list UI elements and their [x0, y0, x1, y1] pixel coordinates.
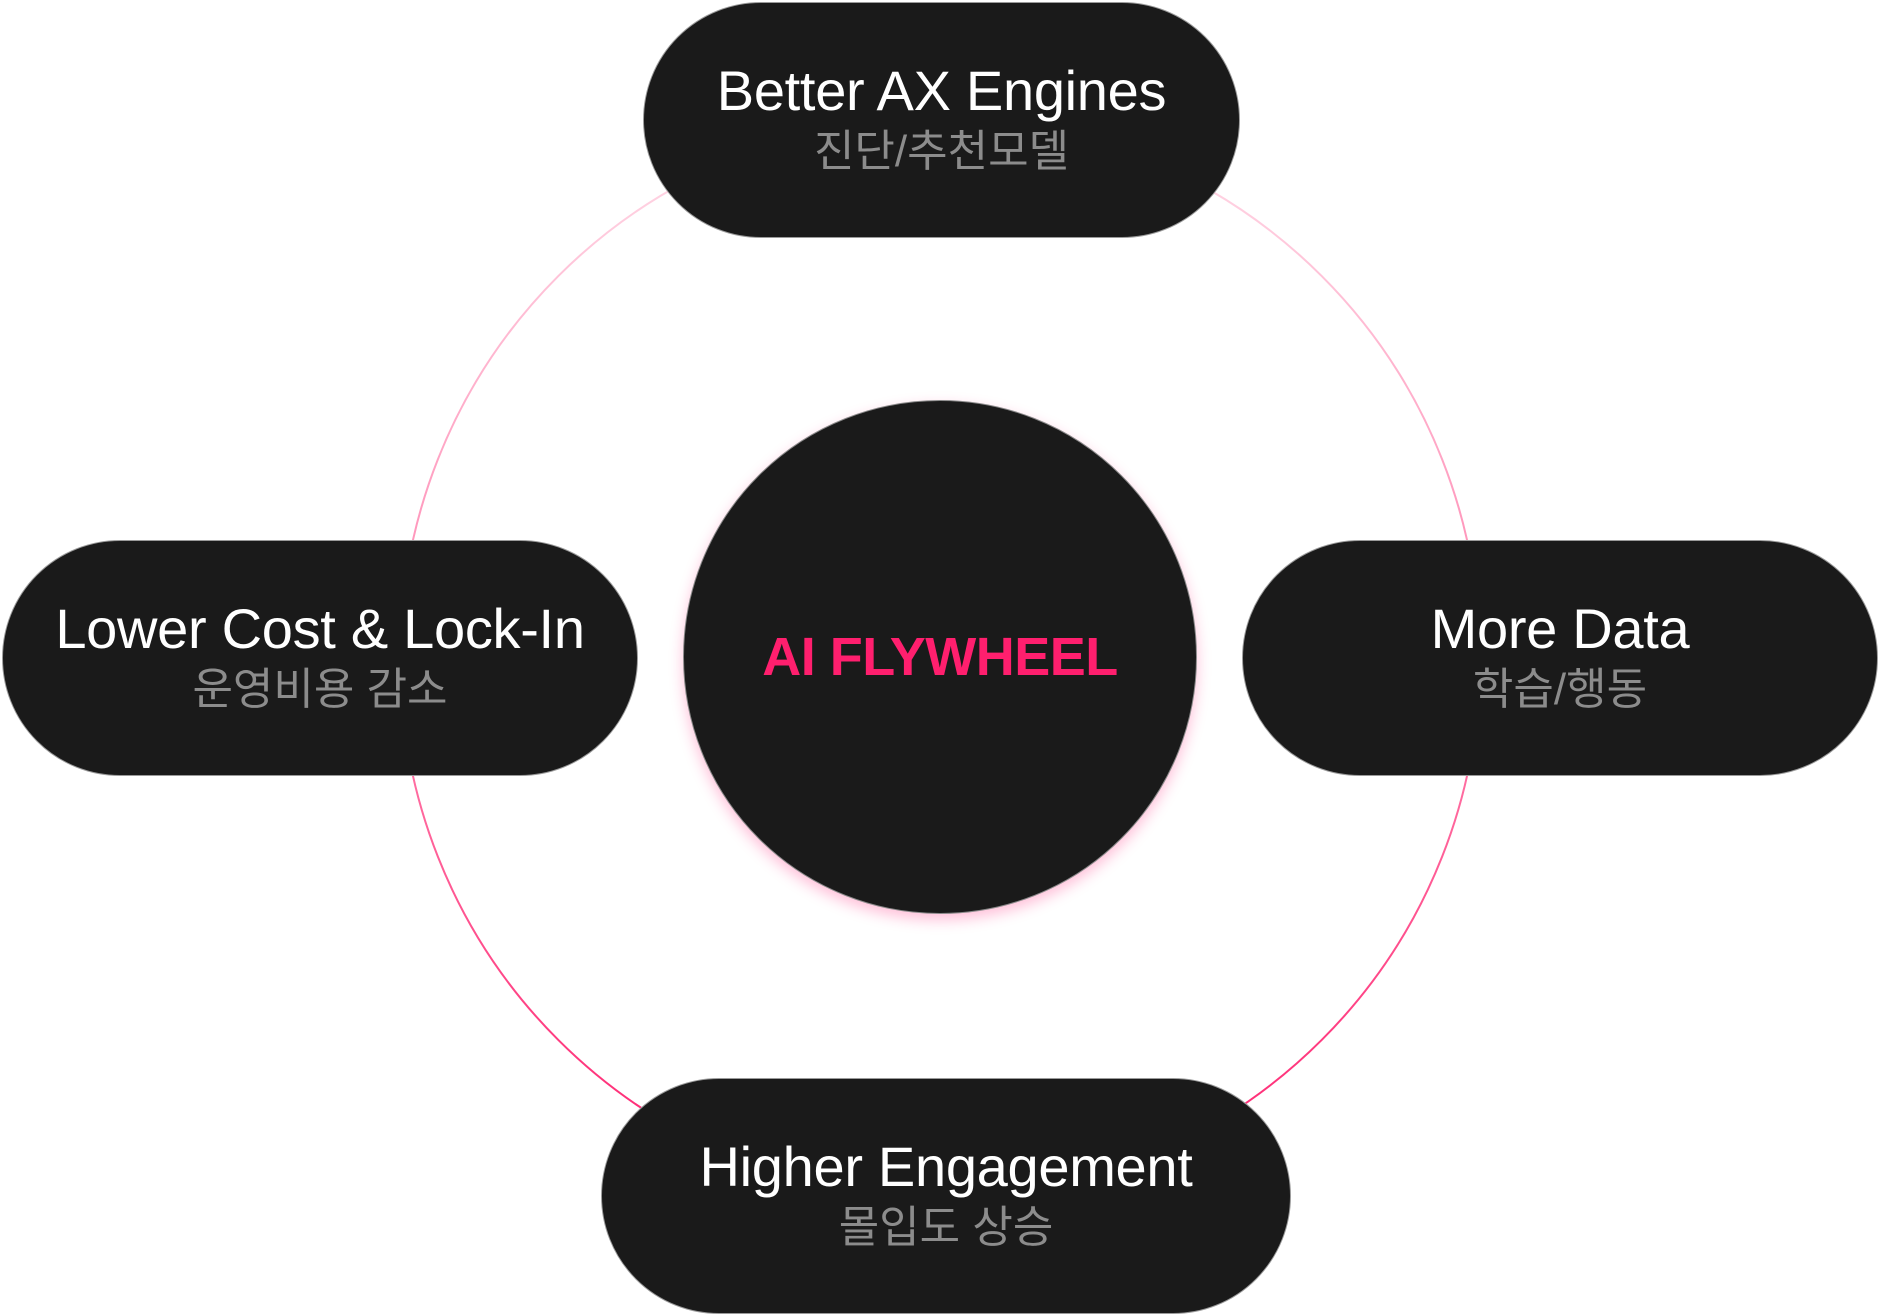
flywheel-hub: AI FLYWHEEL — [683, 400, 1197, 914]
flywheel-hub-label: AI FLYWHEEL — [762, 627, 1118, 687]
node-better-ax-engines: Better AX Engines 진단/추천모델 — [643, 2, 1240, 238]
node-title: More Data — [1430, 597, 1690, 661]
node-higher-engagement: Higher Engagement 몰입도 상승 — [601, 1078, 1291, 1314]
node-subtitle: 몰입도 상승 — [838, 1203, 1054, 1253]
node-title: Lower Cost & Lock-In — [55, 597, 585, 661]
node-more-data: More Data 학습/행동 — [1242, 540, 1878, 776]
node-subtitle: 학습/행동 — [1472, 665, 1648, 715]
node-subtitle: 운영비용 감소 — [192, 665, 448, 715]
node-subtitle: 진단/추천모델 — [813, 127, 1070, 177]
node-title: Higher Engagement — [699, 1135, 1193, 1199]
node-lower-cost-lock-in: Lower Cost & Lock-In 운영비용 감소 — [2, 540, 638, 776]
node-title: Better AX Engines — [716, 59, 1167, 123]
